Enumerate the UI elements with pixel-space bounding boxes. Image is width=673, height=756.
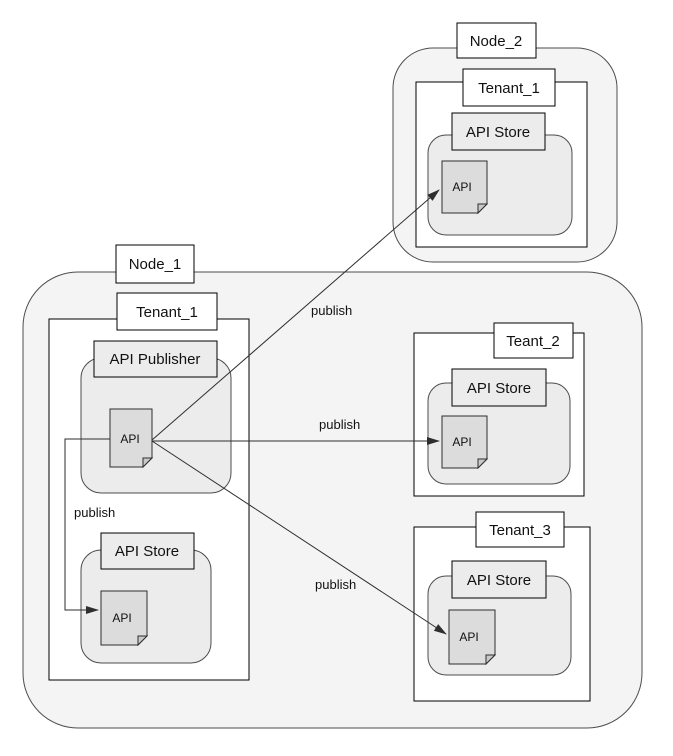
node1-tenant1-apistore-label-box xyxy=(100,532,195,570)
tenant3-label: Tenant_3 xyxy=(489,522,551,539)
tenant3-label-box xyxy=(475,511,565,548)
teant2-api-label: API xyxy=(452,435,471,449)
node1-label-box xyxy=(115,244,195,284)
tenant3-api-document-fold xyxy=(485,654,497,666)
node2-tenant1-label: Tenant_1 xyxy=(478,80,540,97)
teant2-label: Teant_2 xyxy=(506,333,559,350)
publish-label-local-store: publish xyxy=(74,505,115,520)
api-publisher-box xyxy=(80,357,232,494)
node2-api-label: API xyxy=(452,180,471,194)
teant2-api-document-fold xyxy=(477,458,489,470)
teant2-apistore-label-box xyxy=(451,368,547,407)
node1-label: Node_1 xyxy=(129,256,182,273)
node2-apistore-label-box xyxy=(451,112,546,151)
node2-api-document-fold xyxy=(477,203,489,215)
node1-tenant1-label-box xyxy=(116,292,218,331)
tenant3-api-label: API xyxy=(459,630,478,644)
api-publisher-label-box xyxy=(93,340,218,378)
publisher-api-document-fold xyxy=(142,457,154,469)
node2-label-box xyxy=(456,22,537,59)
node1-tenant1-store-api-label: API xyxy=(112,611,131,625)
tenant3-apistore-label-box xyxy=(451,560,547,599)
node1-tenant1-store-api-document-fold xyxy=(137,635,149,647)
publish-arrow-to-node2 xyxy=(151,189,440,441)
publish-label-teant2: publish xyxy=(319,417,360,432)
node2-tenant1-label-box xyxy=(462,68,556,107)
node1-tenant1-apistore-label: API Store xyxy=(115,543,179,560)
publisher-api-label: API xyxy=(120,432,139,446)
teant2-apistore-label: API Store xyxy=(467,380,531,397)
node2-apistore-label: API Store xyxy=(466,124,530,141)
tenant3-apistore-label: API Store xyxy=(467,572,531,589)
node1-tenant1-label: Tenant_1 xyxy=(136,304,198,321)
node2-label: Node_2 xyxy=(470,33,523,50)
publish-label-tenant3: publish xyxy=(315,577,356,592)
teant2-label-box xyxy=(493,322,574,359)
publish-arrow-to-local-store xyxy=(64,438,110,614)
publish-arrow-to-tenant3 xyxy=(151,440,447,635)
api-publisher-label: API Publisher xyxy=(110,351,201,368)
publish-label-node2: publish xyxy=(311,303,352,318)
